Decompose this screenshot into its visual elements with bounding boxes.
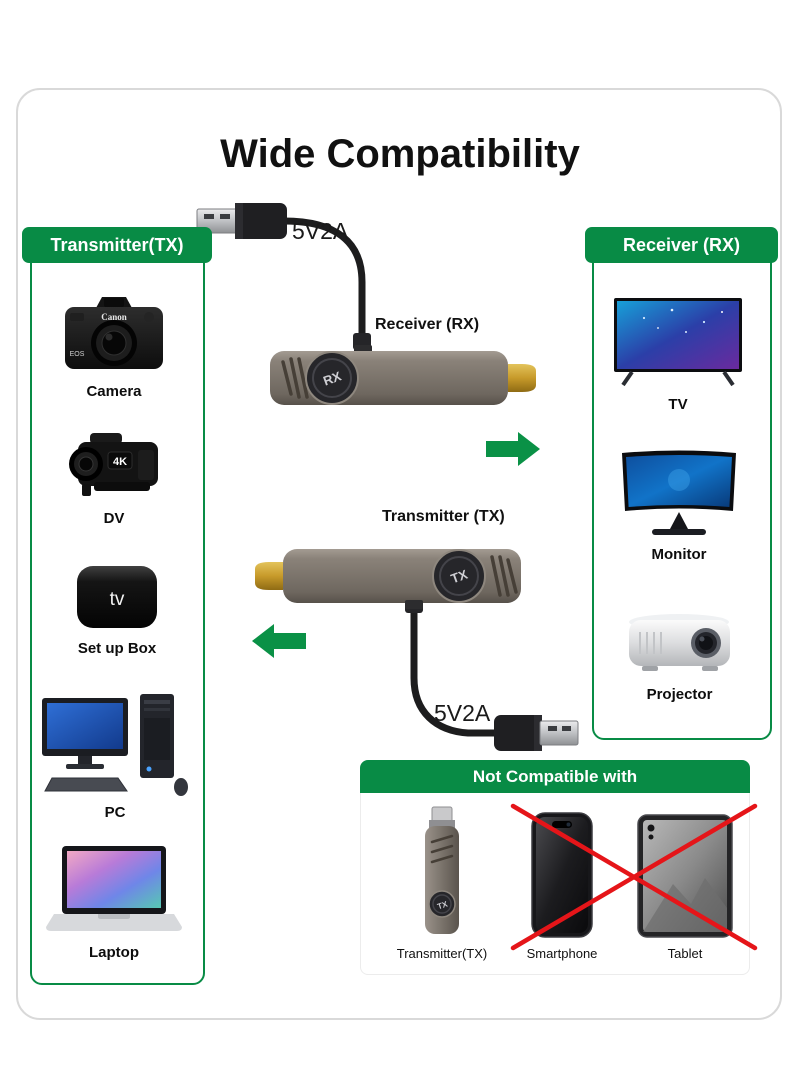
transmitter-stick-icon: TX bbox=[248, 543, 523, 609]
laptop-icon bbox=[46, 844, 182, 936]
camera-icon: Canon EOS bbox=[64, 293, 164, 375]
power-spec-bottom: 5V2A bbox=[434, 700, 491, 726]
rx-badge-text: RX bbox=[321, 368, 343, 388]
hdmi-connector bbox=[508, 364, 536, 392]
device-dv: 4K DV bbox=[64, 424, 164, 527]
red-cross-icon bbox=[505, 798, 763, 956]
hdmi-connector bbox=[255, 562, 283, 590]
camera-model-text: EOS bbox=[70, 351, 85, 358]
nc-tx-badge-text: TX bbox=[436, 899, 449, 911]
not-compatible-header: Not Compatible with bbox=[360, 760, 750, 793]
transmitter-stick-vertical-icon: TX bbox=[416, 806, 468, 938]
receiver-stick-label: Receiver (RX) bbox=[375, 316, 480, 333]
receiver-stick-icon: RX bbox=[268, 345, 543, 411]
desktop-pc-icon bbox=[40, 694, 190, 796]
monitor-icon bbox=[620, 450, 738, 538]
bottom-usb-plug-icon bbox=[494, 712, 579, 754]
device-label-projector: Projector bbox=[646, 686, 713, 703]
device-label-monitor: Monitor bbox=[651, 546, 707, 563]
transmitter-panel-header: Transmitter(TX) bbox=[22, 227, 212, 263]
content-frame bbox=[16, 88, 782, 1020]
device-laptop: Laptop bbox=[46, 844, 182, 961]
transmitter-stick-label: Transmitter (TX) bbox=[382, 508, 505, 525]
device-label-tv: TV bbox=[668, 396, 688, 413]
arrow-right-icon bbox=[486, 430, 540, 468]
nc-item-transmitter: TX Transmitter(TX) bbox=[382, 806, 502, 961]
device-label-pc: PC bbox=[104, 804, 126, 821]
power-spec-top: 5V2A bbox=[292, 218, 349, 244]
dv-4k-text: 4K bbox=[113, 456, 127, 468]
device-tv: TV bbox=[614, 298, 742, 413]
device-pc: PC bbox=[40, 694, 190, 821]
device-label-camera: Camera bbox=[86, 383, 142, 400]
page-title: Wide Compatibility bbox=[220, 132, 580, 176]
settop-tv-text: tv bbox=[110, 589, 125, 610]
camcorder-icon: 4K bbox=[64, 424, 164, 502]
tv-icon bbox=[614, 298, 742, 388]
projector-icon bbox=[622, 608, 737, 678]
nc-label-transmitter: Transmitter(TX) bbox=[396, 946, 488, 961]
device-label-settop: Set up Box bbox=[77, 640, 157, 657]
tx-badge-text: TX bbox=[449, 566, 470, 586]
settop-box-icon: tv bbox=[74, 560, 160, 632]
device-label-laptop: Laptop bbox=[89, 944, 139, 961]
arrow-left-icon bbox=[252, 622, 306, 660]
nc-label-tablet: Tablet bbox=[667, 946, 703, 961]
device-settop-box: tv Set up Box bbox=[74, 560, 160, 657]
device-projector: Projector bbox=[622, 608, 737, 703]
camera-brand-text: Canon bbox=[101, 312, 127, 322]
receiver-panel-header: Receiver (RX) bbox=[585, 227, 778, 263]
nc-label-smartphone: Smartphone bbox=[526, 946, 598, 961]
device-label-dv: DV bbox=[103, 510, 125, 527]
device-camera: Canon EOS Camera bbox=[64, 293, 164, 400]
device-monitor: Monitor bbox=[620, 450, 738, 563]
